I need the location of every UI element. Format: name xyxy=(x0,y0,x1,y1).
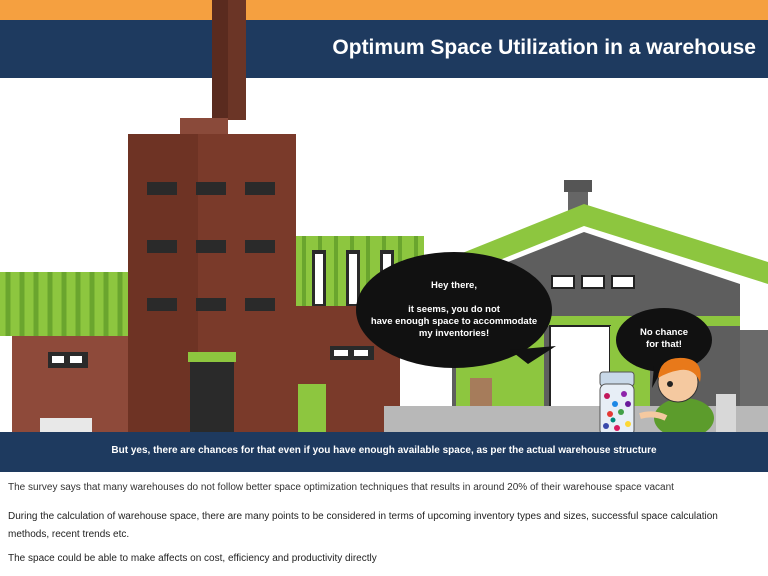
speech-bubble-left xyxy=(356,252,552,368)
body-paragraph-3: The space could be able to make affects … xyxy=(8,553,377,564)
speech-bubble-right-text: No chance for that! xyxy=(624,327,704,351)
speech-bubble-right xyxy=(616,308,712,372)
left-annex xyxy=(12,336,142,432)
bubble-line: Hey there, xyxy=(431,280,477,291)
speech-bubble-left-text: Hey there, it seems, you do not have eno… xyxy=(358,280,550,340)
body-paragraph-2: During the calculation of warehouse spac… xyxy=(8,511,718,540)
caption-banner-text: But yes, there are chances for that even… xyxy=(111,445,657,456)
tower-door xyxy=(190,362,234,434)
top-accent-bar xyxy=(0,0,768,20)
body-paragraph-1: The survey says that many warehouses do … xyxy=(8,482,674,493)
bubble-line: for that! xyxy=(646,339,682,350)
warehouse-roof xyxy=(440,204,768,284)
bubble-line: No chance xyxy=(639,327,689,338)
bubble-line: it seems, you do not xyxy=(408,304,500,315)
bubble-line: have enough space to accommodate xyxy=(370,316,538,327)
warehouse-illustration xyxy=(0,0,768,438)
candy-jar xyxy=(599,371,635,437)
cartoon-boy xyxy=(639,357,714,438)
caption-banner xyxy=(0,432,768,472)
page-title: Optimum Space Utilization in a warehouse xyxy=(332,36,756,59)
bubble-line: my inventories! xyxy=(418,328,490,339)
title-bar xyxy=(0,20,768,78)
